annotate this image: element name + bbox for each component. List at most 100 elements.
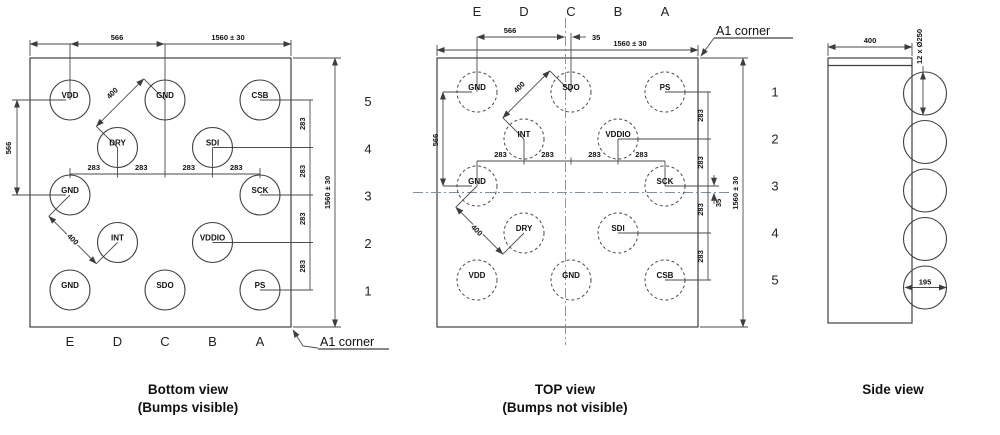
bump-label-C5: GND: [562, 271, 580, 280]
col-label: C: [566, 4, 575, 19]
dim-283-h2: 283: [541, 150, 554, 159]
bump-label-C1: SDO: [156, 281, 173, 290]
dim-283-v2: 283: [696, 156, 705, 169]
bump-label-A3: SCK: [252, 186, 269, 195]
dim-283-h1: 283: [87, 163, 100, 172]
dim-566-left: 566: [4, 142, 13, 155]
bump-label-A1: PS: [660, 83, 671, 92]
bump-label-E1: GND: [468, 83, 486, 92]
col-label: C: [160, 334, 169, 349]
bump-D4: [503, 212, 545, 254]
bump-label-D2: INT: [111, 234, 124, 243]
bump-D2: [96, 221, 139, 264]
top-axis-labels: E D C B A 1 2 3 4 5: [473, 4, 779, 288]
bump-A5: [239, 79, 281, 121]
col-label: D: [113, 334, 122, 349]
bump-A1: [239, 269, 281, 311]
bump-label-E3: GND: [468, 177, 486, 186]
bump-E1: [456, 71, 498, 113]
bump-label-B4: SDI: [206, 139, 219, 148]
bottom-dimension-labels: 566 1560 ± 30 566 400 400 283 283 283 28…: [4, 33, 332, 273]
side-bump-1: [902, 71, 948, 116]
bottom-die-outline: [29, 57, 292, 328]
bottom-view-subcaption: (Bumps visible): [138, 400, 239, 415]
bump-label-B2: VDDIO: [605, 130, 630, 139]
bump-C5: [144, 79, 186, 121]
bump-label-C1: SDO: [562, 83, 579, 92]
side-bump-4: [902, 216, 948, 262]
bottom-view: VDD GND CSB DRY SDI GND SCK INT VDDIO GN…: [4, 33, 389, 350]
side-dimension-labels: 400 12 x Ø250 195: [864, 29, 933, 288]
dim-35-top: 35: [592, 33, 600, 42]
bump-C5: [550, 259, 592, 301]
bump-A1: [644, 71, 686, 113]
row-label: 4: [364, 142, 371, 157]
top-a1-corner-callout: A1 corner: [700, 24, 793, 57]
a1-corner-label: A1 corner: [716, 24, 770, 38]
bump-B4: [597, 212, 639, 254]
bottom-bumps: VDD GND CSB DRY SDI GND SCK INT VDDIO GN…: [49, 79, 281, 311]
bump-label-A5: CSB: [657, 271, 674, 280]
dim-283-h3: 283: [182, 163, 195, 172]
top-dimension-lines: [436, 33, 748, 328]
dim-566-top: 566: [504, 26, 517, 35]
row-label: 5: [771, 273, 778, 288]
dim-400-thickness: 400: [864, 36, 877, 45]
row-label: 3: [771, 179, 778, 194]
top-view: GND SDO PS INT VDDIO GND SCK DRY SDI VDD…: [413, 4, 793, 345]
dim-400-lower: 400: [469, 223, 484, 238]
side-view: 400 12 x Ø250 195: [827, 29, 948, 324]
dim-195-height: 195: [919, 278, 932, 287]
bump-B2: [597, 118, 639, 160]
dim-overall-right: 1560 ± 30: [323, 176, 332, 209]
bump-E5: [456, 259, 498, 301]
dim-283-v1: 283: [298, 117, 307, 130]
side-bumps: [902, 71, 948, 310]
col-label: B: [614, 4, 623, 19]
col-label: D: [519, 4, 528, 19]
bottom-axis-labels: E D C B A 5 4 3 2 1: [66, 94, 372, 349]
dim-283-h4: 283: [230, 163, 243, 172]
dim-400-upper: 400: [105, 86, 120, 101]
dim-283-h4: 283: [635, 150, 648, 159]
col-label: B: [208, 334, 217, 349]
bump-label-E1: GND: [61, 281, 79, 290]
dim-overall-top: 1560 ± 30: [211, 33, 244, 42]
dim-566-left: 566: [431, 134, 440, 147]
dim-283-v2: 283: [298, 165, 307, 178]
dim-283-h3: 283: [588, 150, 601, 159]
row-label: 4: [771, 226, 778, 241]
dim-283-v3: 283: [696, 203, 705, 216]
bump-E1: [49, 269, 91, 311]
dim-overall-right: 1560 ± 30: [731, 176, 740, 209]
bump-label-A5: CSB: [252, 91, 269, 100]
top-view-subcaption: (Bumps not visible): [502, 400, 627, 415]
dim-283-v4: 283: [298, 260, 307, 273]
row-label: 1: [364, 284, 371, 299]
bump-A3: [644, 165, 686, 207]
bottom-dimension-lines: [12, 40, 341, 328]
bump-label-B4: SDI: [611, 224, 624, 233]
bump-label-A3: SCK: [657, 177, 674, 186]
dim-overall-top: 1560 ± 30: [613, 39, 646, 48]
dim-bump-spec: 12 x Ø250: [915, 29, 924, 64]
bump-label-B2: VDDIO: [200, 234, 225, 243]
row-label: 2: [364, 236, 371, 251]
bump-label-D4: DRY: [109, 139, 126, 148]
bump-label-A1: PS: [255, 281, 266, 290]
bump-label-E5: VDD: [469, 271, 486, 280]
col-label: A: [661, 4, 670, 19]
bottom-view-caption: Bottom view: [148, 382, 229, 397]
bump-E5: [49, 79, 91, 121]
bump-label-E3: GND: [61, 186, 79, 195]
bump-B4: [191, 126, 234, 169]
bump-E3: [49, 174, 91, 216]
side-view-caption: Side view: [862, 382, 924, 397]
top-bumps: GND SDO PS INT VDDIO GND SCK DRY SDI VDD…: [456, 71, 686, 301]
bump-C1: [550, 71, 592, 113]
bump-E3: [456, 165, 498, 207]
row-label: 1: [771, 85, 778, 100]
bump-label-D2: INT: [518, 130, 531, 139]
col-label: A: [256, 334, 265, 349]
